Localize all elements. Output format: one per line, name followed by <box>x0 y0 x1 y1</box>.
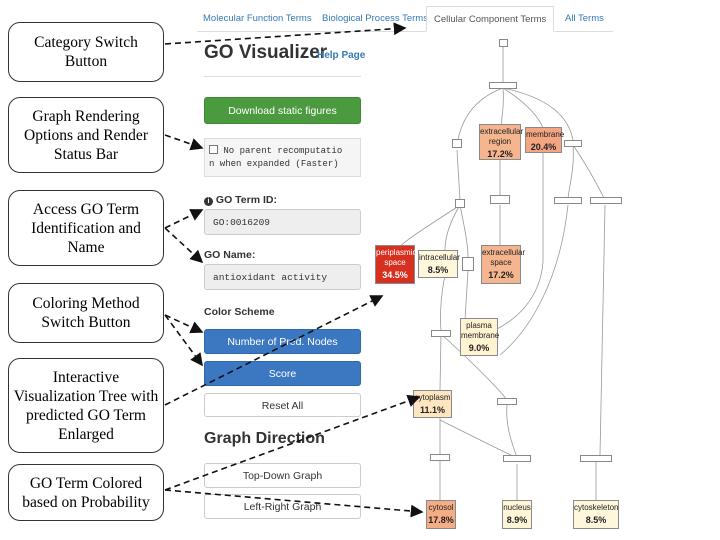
node-label: intracellular <box>419 253 460 262</box>
term-id-label-row: i GO Term ID: <box>204 194 277 206</box>
node-value: 8.5% <box>585 515 607 525</box>
graph-small-node[interactable] <box>580 455 612 462</box>
node-label: periplasmic space <box>376 248 417 267</box>
node-label: cytoplasm <box>414 393 451 402</box>
node-value: 17.2% <box>487 149 513 159</box>
node-value: 34.5% <box>382 270 408 280</box>
divider <box>204 76 361 77</box>
graph-small-node[interactable] <box>452 139 462 148</box>
graph-small-node[interactable] <box>455 199 465 208</box>
node-label: extracellular space <box>482 248 526 267</box>
node-value: 17.2% <box>488 270 514 280</box>
node-label: extracellular region <box>480 127 524 146</box>
node-label: nucleus <box>503 503 531 512</box>
callout-go-term-colored: GO Term Colored based on Probability <box>8 464 164 521</box>
node-periplasmic-space[interactable]: periplasmic space 34.5% <box>375 245 417 284</box>
num-pred-nodes-button[interactable]: Number of Pred. Nodes <box>204 329 361 354</box>
graph-small-node[interactable] <box>497 398 517 405</box>
callout-visualization-tree: Interactive Visualization Tree with pred… <box>8 358 164 453</box>
graph-root-node[interactable] <box>499 39 508 47</box>
node-nucleus[interactable]: nucleus 8.9% <box>502 500 532 529</box>
node-value: 17.8% <box>428 515 454 525</box>
graph-small-node[interactable] <box>430 454 450 461</box>
graph-small-node[interactable] <box>503 455 531 462</box>
left-right-button[interactable]: Left-Right Graph <box>204 494 361 519</box>
callout-category-switch: Category Switch Button <box>8 22 164 82</box>
graph-small-node[interactable] <box>590 197 622 204</box>
tab-biological-process[interactable]: Biological Process Terms <box>322 13 428 24</box>
node-value: 8.9% <box>506 515 528 525</box>
term-id-label: GO Term ID: <box>215 194 277 206</box>
checkbox-label: No parent recomputatio <box>223 146 343 156</box>
reset-all-button[interactable]: Reset All <box>204 393 361 417</box>
callout-term-id: Access GO Term Identification and Name <box>8 190 164 266</box>
tab-all-terms[interactable]: All Terms <box>565 13 604 24</box>
callout-coloring-method: Coloring Method Switch Button <box>8 283 164 343</box>
top-down-button[interactable]: Top-Down Graph <box>204 463 361 488</box>
tab-molecular-function[interactable]: Molecular Function Terms <box>203 13 312 24</box>
page-title: GO Visualizer <box>204 42 328 63</box>
node-label: plasma membrane <box>461 321 500 340</box>
render-options-panel: No parent recomputatio n when expanded (… <box>204 138 361 177</box>
graph-small-node[interactable] <box>564 140 582 147</box>
node-value: 9.0% <box>468 343 490 353</box>
graph-small-node[interactable] <box>490 195 510 204</box>
node-cytoskeleton[interactable]: cytoskeleton 8.5% <box>573 500 619 529</box>
go-name-label: GO Name: <box>204 249 256 261</box>
color-scheme-label: Color Scheme <box>204 306 275 318</box>
node-label: membrane <box>526 130 565 139</box>
node-extracellular-space[interactable]: extracellular space 17.2% <box>481 245 525 284</box>
node-cytosol[interactable]: cytosol 17.8% <box>426 500 456 529</box>
graph-direction-heading: Graph Direction <box>204 430 325 447</box>
score-button[interactable]: Score <box>204 361 361 386</box>
no-recompute-checkbox[interactable] <box>209 145 218 154</box>
download-button[interactable]: Download static figures <box>204 97 361 124</box>
node-value: 8.5% <box>427 265 449 275</box>
tab-cellular-component[interactable]: Cellular Component Terms <box>426 6 555 32</box>
graph-small-node[interactable] <box>554 197 582 204</box>
callout-render-options: Graph Rendering Options and Render Statu… <box>8 97 164 173</box>
term-id-field[interactable]: GO:0016209 <box>204 209 361 235</box>
node-value: 11.1% <box>419 405 446 415</box>
graph-small-node[interactable] <box>489 82 517 89</box>
node-label: cytoskeleton <box>574 503 619 512</box>
node-cytoplasm[interactable]: cytoplasm 11.1% <box>413 390 452 418</box>
node-label: cytosol <box>428 503 454 512</box>
help-link[interactable]: Help Page <box>317 50 366 61</box>
go-name-field[interactable]: antioxidant activity <box>204 264 361 290</box>
node-membrane[interactable]: membrane 20.4% <box>525 127 565 153</box>
checkbox-label-cont: n when expanded (Faster) <box>209 159 339 169</box>
node-intracellular[interactable]: intracellular 8.5% <box>418 250 460 278</box>
category-tabs: Molecular Function Terms Biological Proc… <box>197 6 613 32</box>
node-value: 20.4% <box>530 142 557 152</box>
node-extracellular-region[interactable]: extracellular region 17.2% <box>479 124 524 160</box>
node-plasma-membrane[interactable]: plasma membrane 9.0% <box>460 318 500 356</box>
graph-small-node[interactable] <box>462 257 474 271</box>
graph-small-node[interactable] <box>431 330 451 337</box>
info-icon: i <box>204 197 213 206</box>
